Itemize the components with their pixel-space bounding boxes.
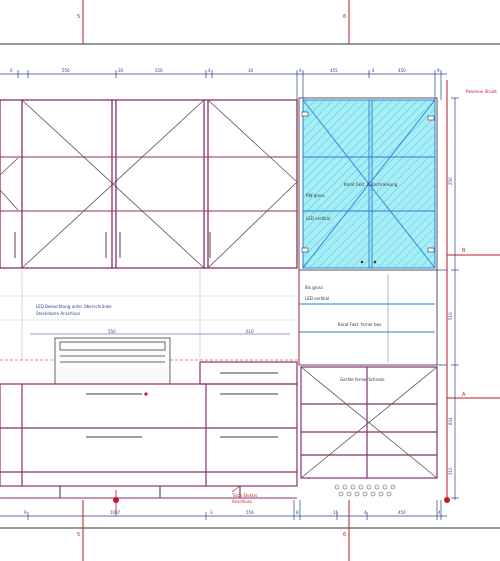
red-note-1: Tisch Elektro	[231, 493, 258, 498]
shelf-dim: 610	[246, 329, 254, 334]
grid-label-bottom-5: 5	[77, 532, 80, 538]
drawer-note-2: LED vertikal	[305, 296, 329, 301]
dimension-chain-top	[0, 70, 447, 100]
upper-cabinet-handles	[14, 232, 211, 258]
dimension-labels-top: 0 556 30 556 4 30 4 455 4 450 9	[10, 68, 440, 73]
grid-label-bottom-6: 6	[343, 532, 346, 538]
glass-vitrine-label: Karat Fakt. Ausschrankung	[344, 182, 398, 187]
dim-bottom-4: 8	[296, 510, 299, 515]
shelf-note-2: Steckdosen Anschluss	[36, 311, 80, 316]
grid-label-top-5: 5	[77, 14, 80, 20]
lower-tall-cabinet	[300, 366, 438, 479]
dimension-labels-bottom: 9 1097 3 556 8 15 4 450 4	[24, 510, 441, 515]
dim-bottom-8: 4	[438, 510, 441, 515]
dim-top-0: 0	[10, 68, 13, 73]
dim-top-5: 30	[248, 68, 254, 73]
dim-bottom-0: 9	[24, 510, 27, 515]
dim-bottom-3: 556	[246, 510, 254, 515]
upper-cabinets	[0, 99, 298, 269]
dim-right-3: 310	[448, 467, 453, 475]
dim-top-9: 450	[398, 68, 406, 73]
grid-label-right-b: B	[462, 248, 466, 254]
dim-top-1: 556	[62, 68, 70, 73]
grid-labels: 5 6 5 6 B A	[77, 14, 466, 538]
plinth-vents	[334, 484, 396, 497]
note-top-right: Revenue Strukt.	[466, 89, 498, 94]
red-note-leader	[231, 485, 241, 493]
drawer-note-1: Bis gross	[305, 285, 323, 290]
dimension-chain-bottom	[0, 500, 447, 520]
dimension-labels-right: 250 510 834 310	[448, 177, 453, 475]
dim-right-2: 834	[448, 417, 453, 425]
glass-vitrine	[298, 97, 438, 271]
dim-top-7: 455	[330, 68, 338, 73]
base-drawer-handles	[86, 372, 278, 438]
hood-dim: 550	[108, 329, 116, 334]
cabinet-legs	[59, 486, 241, 498]
dim-top-6: 4	[299, 68, 302, 73]
dim-bottom-7: 450	[398, 510, 406, 515]
glass-note-2: LED vertikal	[306, 216, 330, 221]
dim-right-1: 510	[448, 312, 453, 320]
grid-marker-right	[444, 497, 450, 503]
red-note-2: Anschluss	[232, 499, 252, 504]
grid-label-right-a: A	[462, 392, 466, 398]
dim-top-10: 9	[437, 68, 440, 73]
dimension-chain-right	[436, 97, 459, 500]
upper-cabinet-crosses	[0, 99, 298, 269]
dim-bottom-1: 1097	[110, 510, 121, 515]
dim-right-0: 250	[448, 177, 453, 185]
dim-top-8: 4	[372, 68, 375, 73]
grid-label-top-6: 6	[343, 14, 346, 20]
range-hood	[54, 337, 171, 385]
lower-cabinet-label: Geräte ferner Schrank	[340, 377, 385, 382]
lower-cabinet-cross	[300, 366, 438, 479]
dim-bottom-5: 15	[333, 510, 339, 515]
dim-top-2: 30	[118, 68, 124, 73]
middle-drawer-box	[298, 269, 438, 366]
base-cabinets	[0, 361, 298, 487]
backsplash-zone	[0, 270, 299, 361]
dim-top-4: 4	[208, 68, 211, 73]
dim-bottom-6: 4	[364, 510, 367, 515]
glass-note-1: RW gross	[306, 193, 325, 198]
dim-bottom-2: 3	[210, 510, 213, 515]
drawer-box-label: Karat Fakt. ferner box	[338, 322, 382, 327]
dim-top-3: 556	[155, 68, 163, 73]
shelf-note-1: LED Beleuchtung unter Oberschränke	[36, 304, 112, 309]
